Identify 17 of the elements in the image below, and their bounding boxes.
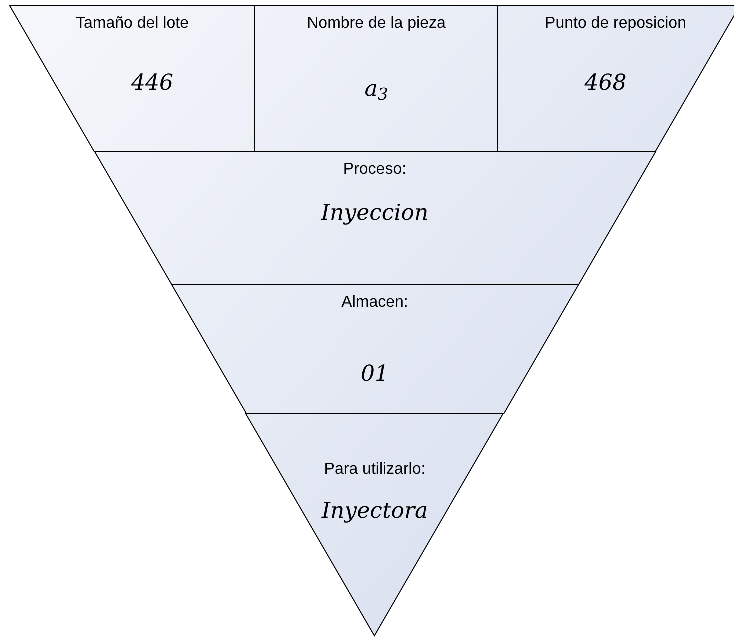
field-value: 446 xyxy=(132,70,174,98)
card-section xyxy=(172,285,578,414)
card-section xyxy=(498,6,734,152)
card-section xyxy=(10,6,255,152)
card-section xyxy=(246,414,504,636)
field-heading: Proceso: xyxy=(343,160,407,180)
field-heading: Nombre de la pieza xyxy=(307,14,446,34)
card-section xyxy=(255,6,498,152)
field-heading: Punto de reposicion xyxy=(545,14,686,34)
field-heading: Almacen: xyxy=(342,293,408,313)
field-value: 01 xyxy=(360,361,389,388)
field-value: 468 xyxy=(584,70,627,98)
field-heading: Para utilizarlo: xyxy=(324,460,426,480)
field-value: a$_{3}$ xyxy=(364,76,388,104)
field-value: Inyectora xyxy=(322,498,428,526)
field-value: Inyeccion xyxy=(321,200,429,228)
field-heading: Tamaño del lote xyxy=(76,14,189,34)
